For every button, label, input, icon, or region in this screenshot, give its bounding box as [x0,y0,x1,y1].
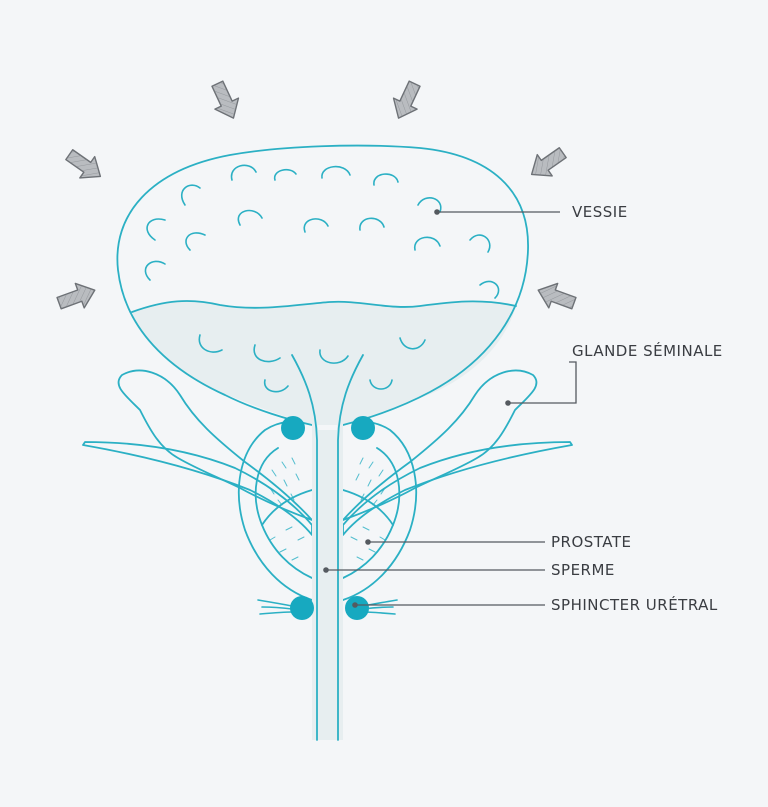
internal-sphincter [281,416,375,440]
label-prostate: PROSTATE [365,533,631,551]
label-sperme-text: SPERME [551,561,615,579]
label-sphincter-uretral-text: SPHINCTER URÉTRAL [551,595,718,614]
label-sperme: SPERME [323,561,615,579]
label-sphincter-uretral: SPHINCTER URÉTRAL [352,595,718,614]
bladder [116,144,529,426]
prostate [238,420,417,601]
hatched-arrow-icon [530,147,567,177]
urethra [291,354,364,741]
hatched-arrow-icon [56,282,96,310]
label-vessie-text: VESSIE [572,203,628,221]
prostate-hatching [269,457,386,561]
hatched-arrow-icon [392,80,421,119]
label-prostate-text: PROSTATE [551,533,632,551]
pressure-arrows [56,80,577,310]
label-glande-seminale-text: GLANDE SÉMINALE [572,341,723,360]
label-glande-seminale: GLANDE SÉMINALE [505,341,723,406]
hatched-arrow-icon [211,80,240,119]
hatched-arrow-icon [65,149,102,179]
urethral-sphincter [257,596,398,620]
label-vessie: VESSIE [434,203,627,221]
hatched-arrow-icon [537,282,577,310]
